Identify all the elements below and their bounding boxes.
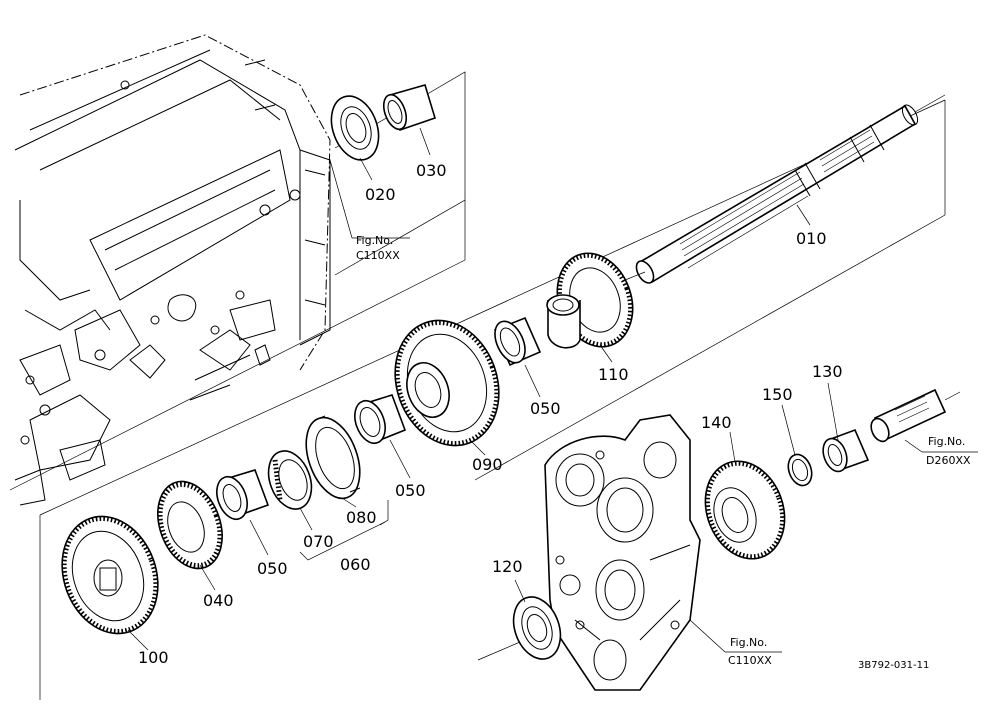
figure-references: Fig.No. C110XX Fig.No. D260XX Fig.No. C1… xyxy=(356,234,971,671)
label-130: 130 xyxy=(812,362,843,381)
label-120: 120 xyxy=(492,557,523,576)
needle-bearing-050-lower xyxy=(216,469,270,521)
label-150: 150 xyxy=(762,385,793,404)
fig-ref-top-line2: C110XX xyxy=(356,249,400,262)
drawing-code: 3B792-031-11 xyxy=(858,660,929,671)
transmission-housing xyxy=(14,34,331,506)
needle-bearing-130 xyxy=(822,428,870,473)
label-110: 110 xyxy=(598,365,629,384)
fig-ref-bottom-line1: Fig.No. xyxy=(730,636,767,649)
needle-bearing-050-middle xyxy=(354,394,407,445)
label-030: 030 xyxy=(416,161,447,180)
snap-ring-150 xyxy=(787,453,813,487)
label-080: 080 xyxy=(346,508,377,527)
output-shaft-stub xyxy=(870,388,961,443)
leader-lines xyxy=(127,127,978,653)
label-040: 040 xyxy=(203,591,234,610)
part-labels: 020 030 010 110 050 090 050 080 070 060 … xyxy=(138,161,843,667)
ball-bearing-120 xyxy=(477,596,562,661)
gear-100 xyxy=(61,515,159,635)
label-010: 010 xyxy=(796,229,827,248)
label-050b: 050 xyxy=(395,481,426,500)
label-050a: 050 xyxy=(530,399,561,418)
label-090: 090 xyxy=(472,455,503,474)
label-100: 100 xyxy=(138,648,169,667)
label-060: 060 xyxy=(340,555,371,574)
label-050c: 050 xyxy=(257,559,288,578)
fig-ref-bottom-line2: C110XX xyxy=(728,654,772,667)
label-070: 070 xyxy=(303,532,334,551)
case-cover xyxy=(544,414,701,691)
gear-110 xyxy=(546,252,634,349)
gear-090 xyxy=(394,319,500,447)
needle-bearing-050-upper xyxy=(493,316,542,367)
synchro-hub-070 xyxy=(267,450,313,510)
panel-frame-lines xyxy=(9,71,946,700)
ball-bearing-020 xyxy=(330,95,380,161)
gear-040 xyxy=(157,480,223,570)
main-shaft-010 xyxy=(619,94,946,284)
label-020: 020 xyxy=(365,185,396,204)
fig-ref-top-line1: Fig.No. xyxy=(356,234,393,247)
shift-sleeve-080 xyxy=(305,415,361,500)
label-140: 140 xyxy=(701,413,732,432)
fig-ref-right-line1: Fig.No. xyxy=(928,435,965,448)
gear-140 xyxy=(704,460,786,560)
bushing-030 xyxy=(382,84,436,132)
fig-ref-right-line2: D260XX xyxy=(926,454,971,467)
